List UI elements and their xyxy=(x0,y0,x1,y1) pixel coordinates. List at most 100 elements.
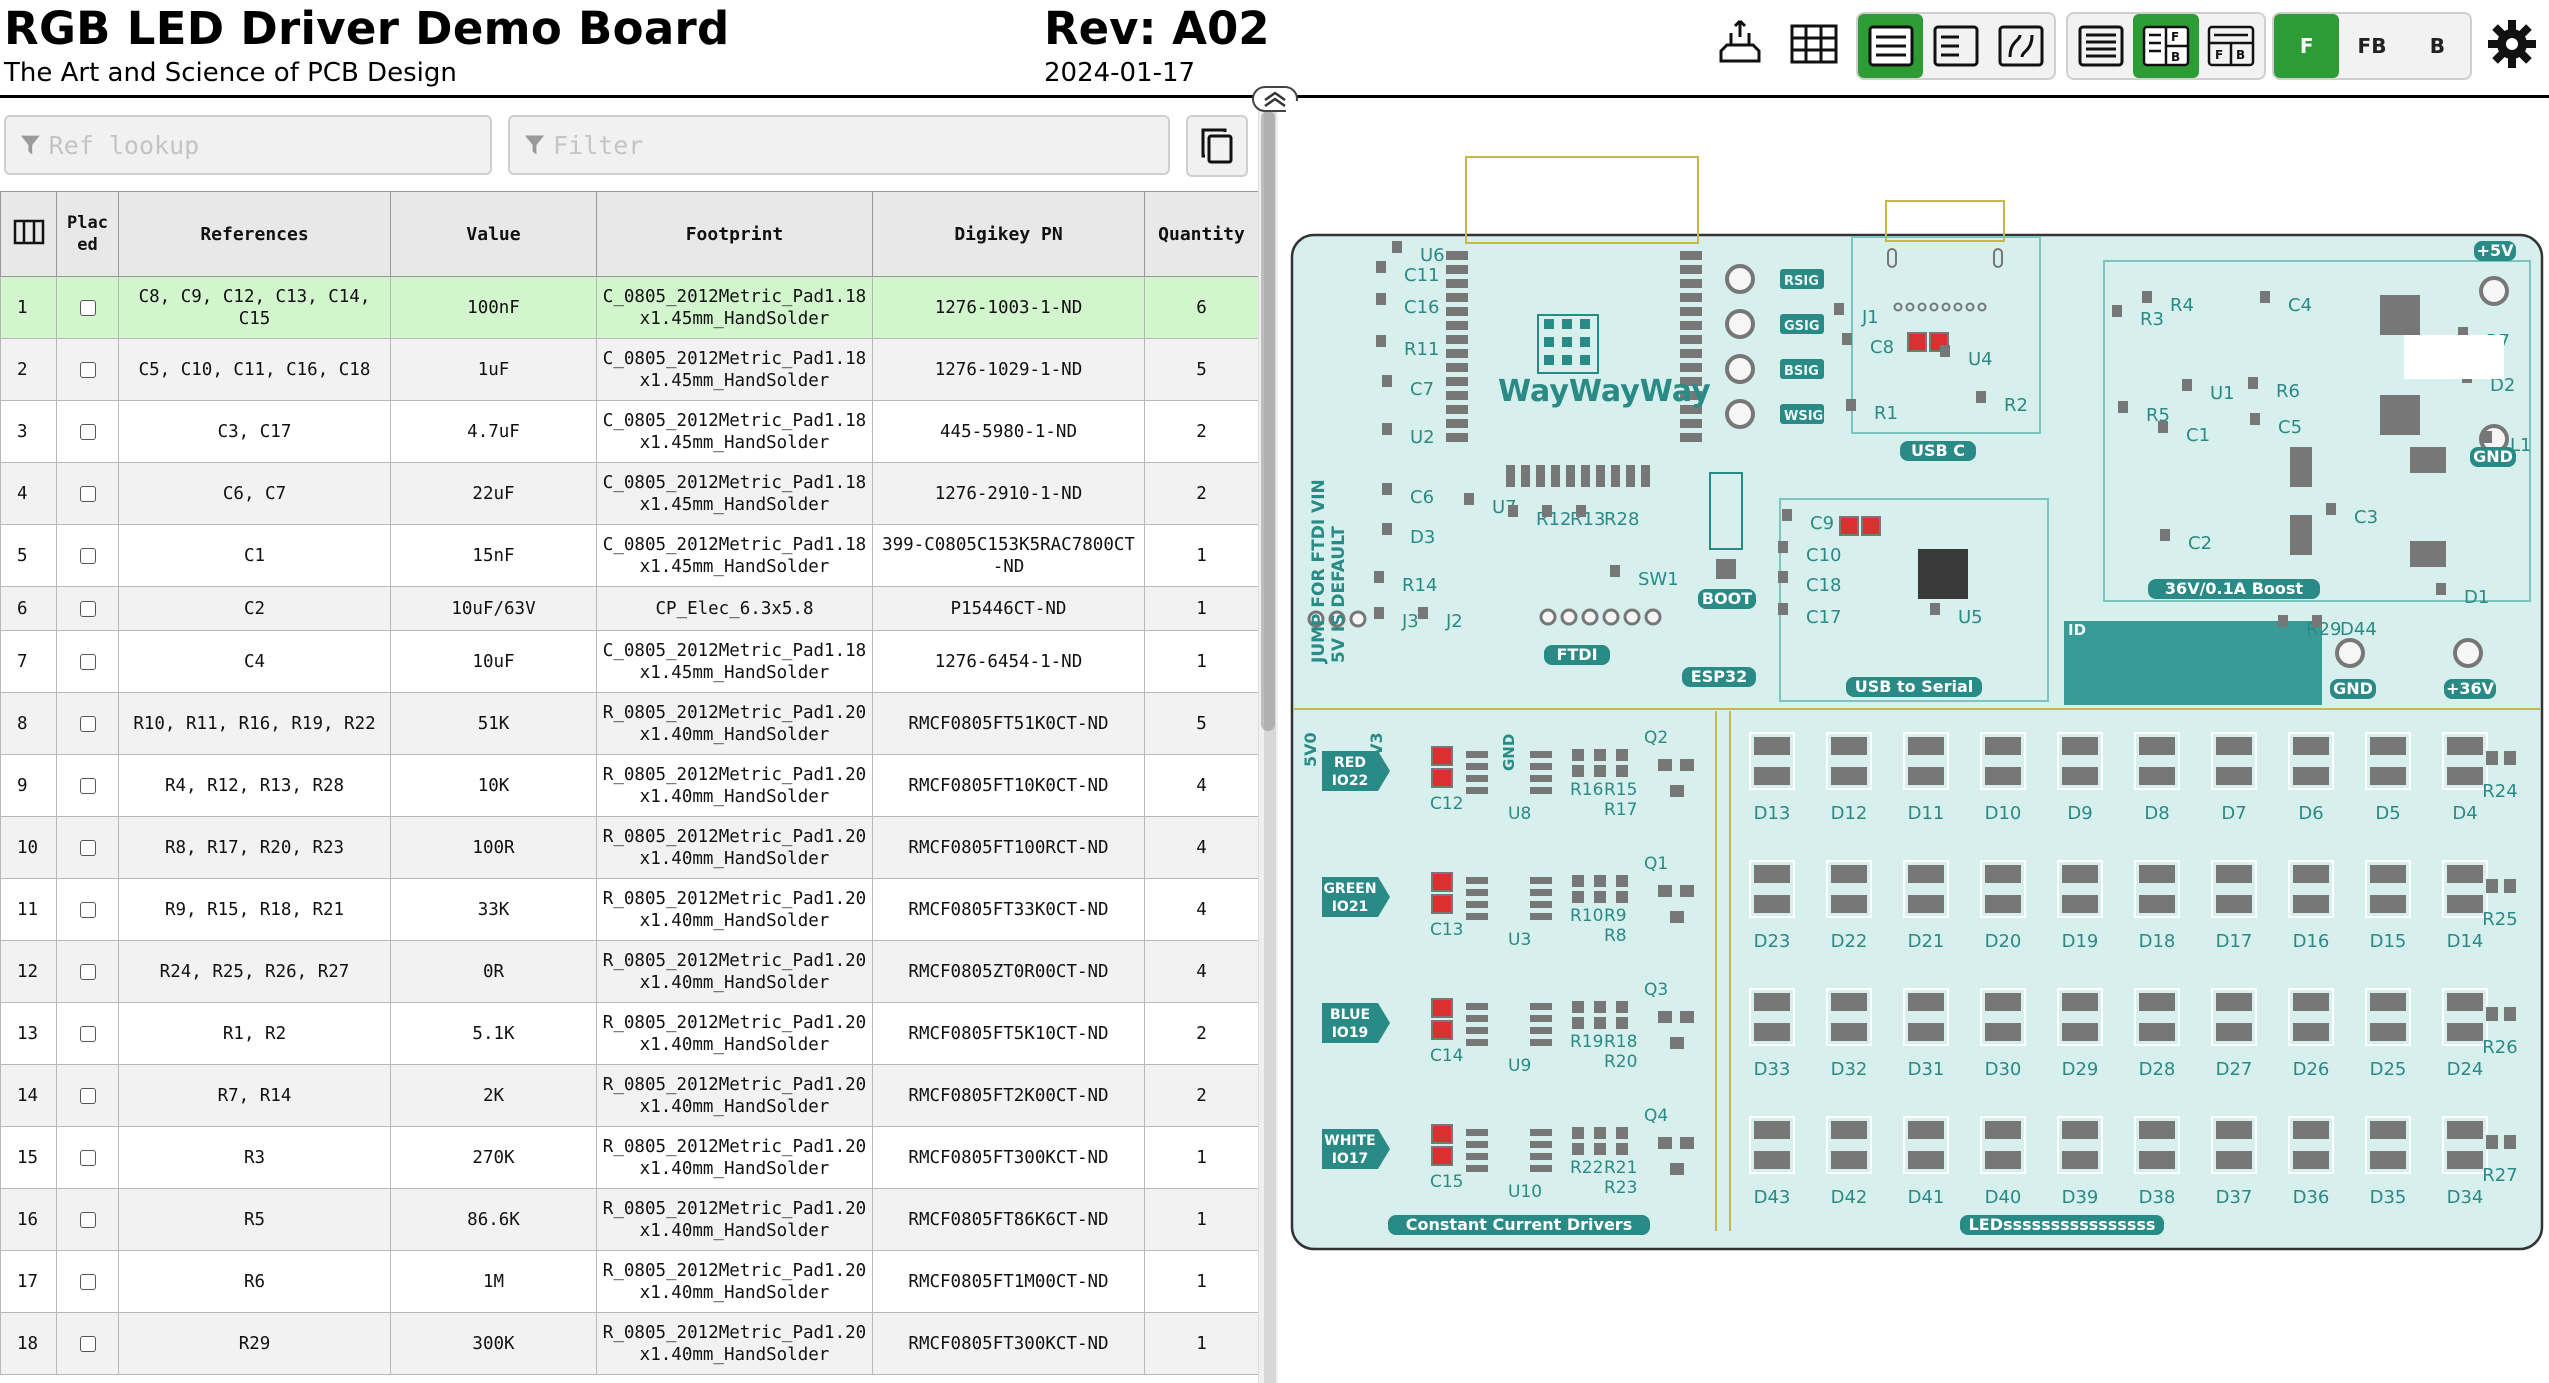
filter-box[interactable] xyxy=(508,115,1170,175)
placed-checkbox-box[interactable] xyxy=(79,839,96,856)
bom-only-icon[interactable] xyxy=(1858,14,1924,78)
led-pad xyxy=(2062,865,2098,883)
collapse-topbar-button[interactable] xyxy=(1252,86,1298,112)
digikey-column-header[interactable]: Digikey PN xyxy=(872,191,1145,277)
placed-checkbox[interactable] xyxy=(56,816,119,879)
placed-checkbox[interactable] xyxy=(56,1250,119,1313)
placed-checkbox[interactable] xyxy=(56,1126,119,1189)
placed-checkbox[interactable] xyxy=(56,338,119,401)
pcb-stand-icon[interactable] xyxy=(1708,12,1772,76)
transistor-pad xyxy=(1670,1163,1684,1175)
placed-checkbox-box[interactable] xyxy=(79,1335,96,1352)
placed-checkbox[interactable] xyxy=(56,1312,119,1375)
placed-checkbox-box[interactable] xyxy=(79,361,96,378)
row-index: 13 xyxy=(0,1002,57,1065)
placed-checkbox[interactable] xyxy=(56,400,119,463)
placed-column-header[interactable]: Plac ed xyxy=(56,191,119,277)
placed-checkbox-box[interactable] xyxy=(79,1273,96,1290)
placed-checkbox[interactable] xyxy=(56,586,119,631)
led-refdes: D40 xyxy=(1985,1187,2022,1208)
references-column-header[interactable]: References xyxy=(118,191,391,277)
placed-checkbox[interactable] xyxy=(56,276,119,339)
footprint-column-header[interactable]: Footprint xyxy=(596,191,873,277)
value-column-header[interactable]: Value xyxy=(390,191,597,277)
panel-splitter[interactable] xyxy=(1264,101,1276,1383)
bom-scrollbar-thumb[interactable] xyxy=(1261,111,1275,731)
driver-resistor-refdes: R20 xyxy=(1604,1052,1637,1072)
placed-checkbox-box[interactable] xyxy=(79,1025,96,1042)
quantity-column-header[interactable]: Quantity xyxy=(1144,191,1259,277)
boost-switch-pad xyxy=(2380,295,2420,335)
placed-checkbox-box[interactable] xyxy=(79,715,96,732)
placed-checkbox-box[interactable] xyxy=(79,1149,96,1166)
placed-checkbox[interactable] xyxy=(56,462,119,525)
placed-checkbox[interactable] xyxy=(56,524,119,587)
led-pad xyxy=(1908,737,1944,755)
placed-checkbox[interactable] xyxy=(56,1064,119,1127)
refdes-c10: C10 xyxy=(1806,545,1841,566)
placed-checkbox-box[interactable] xyxy=(79,653,96,670)
row-index: 9 xyxy=(0,754,57,817)
placed-checkbox-box[interactable] xyxy=(79,423,96,440)
references-cell: R4, R12, R13, R28 xyxy=(118,754,391,817)
copy-button[interactable] xyxy=(1186,115,1248,177)
placed-checkbox-box[interactable] xyxy=(79,485,96,502)
placed-checkbox-box[interactable] xyxy=(79,963,96,980)
both-sides-button[interactable]: FB xyxy=(2357,34,2387,58)
quantity-cell: 1 xyxy=(1144,1188,1259,1251)
driver-resistor-refdes: R19 xyxy=(1570,1032,1603,1052)
gear-icon[interactable] xyxy=(2480,12,2544,76)
filter-input[interactable] xyxy=(553,130,1168,160)
column-settings-header[interactable] xyxy=(0,191,57,277)
ref-lookup-box[interactable] xyxy=(4,115,492,175)
placed-checkbox-box[interactable] xyxy=(79,299,96,316)
placed-checkbox[interactable] xyxy=(56,1002,119,1065)
placed-checkbox[interactable] xyxy=(56,940,119,1003)
led-refdes: D27 xyxy=(2216,1059,2253,1080)
led-pad xyxy=(1908,865,1944,883)
front-side-button[interactable]: F xyxy=(2274,14,2340,78)
placed-checkbox-box[interactable] xyxy=(79,1211,96,1228)
bom-left-icon[interactable] xyxy=(1923,14,1988,78)
placed-checkbox-box[interactable] xyxy=(79,547,96,564)
placed-checkbox[interactable] xyxy=(56,878,119,941)
grid-icon[interactable] xyxy=(1782,12,1846,76)
back-side-button[interactable]: B xyxy=(2429,34,2445,58)
placed-checkbox-box[interactable] xyxy=(79,777,96,794)
placed-checkbox-box[interactable] xyxy=(79,1087,96,1104)
placed-checkbox[interactable] xyxy=(56,630,119,693)
ref-lookup-input[interactable] xyxy=(48,130,490,160)
placed-checkbox-box[interactable] xyxy=(79,600,96,617)
list-icon[interactable] xyxy=(2068,14,2133,78)
placed-checkbox[interactable] xyxy=(56,754,119,817)
led-pad xyxy=(2139,767,2175,785)
digikey-cell: 1276-2910-1-ND xyxy=(872,462,1145,525)
placed-checkbox[interactable] xyxy=(56,692,119,755)
placed-checkbox[interactable] xyxy=(56,1188,119,1251)
footprint-cell: R_0805_2012Metric_Pad1.20x1.40mm_HandSol… xyxy=(596,1312,873,1375)
bom-netlist-icon[interactable] xyxy=(1989,14,2054,78)
placed-checkbox-box[interactable] xyxy=(79,901,96,918)
